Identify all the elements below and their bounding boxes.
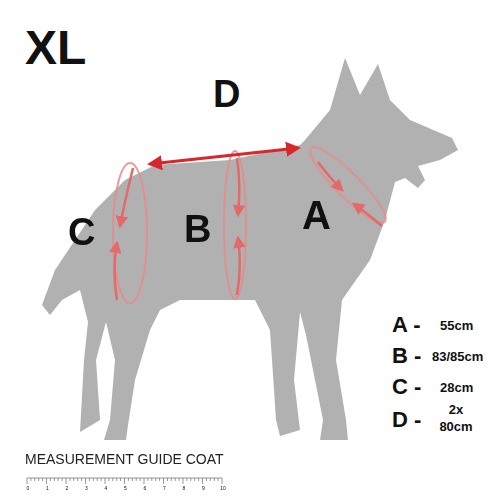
dimension-letter: A (302, 195, 331, 235)
ruler-number: 8 (180, 486, 188, 491)
legend-key: B - (392, 345, 421, 367)
ruler (27, 478, 222, 484)
legend-key: A - (392, 314, 421, 336)
ruler-number: 5 (122, 486, 130, 491)
ruler-number: 2 (63, 486, 71, 491)
ruler-number: 0 (24, 486, 32, 491)
ruler-number: 3 (83, 486, 91, 491)
dimension-letter: B (184, 210, 211, 248)
ruler-number: 7 (161, 486, 169, 491)
ruler-number: 9 (200, 486, 208, 491)
dog-silhouette (42, 58, 458, 440)
length-arrow (150, 148, 298, 164)
ring-arrows (115, 158, 383, 300)
ruler-number: 1 (44, 486, 52, 491)
dimension-letter: D (213, 75, 240, 113)
legend-key: D - (392, 409, 421, 431)
size-title: XL (25, 24, 86, 72)
ruler-number: 10 (219, 486, 227, 491)
legend-key: C - (392, 376, 421, 398)
dimension-value: 55cm (440, 319, 473, 332)
guide-caption: MEASUREMENT GUIDE COAT (25, 452, 224, 466)
measure-rings (113, 140, 393, 303)
ruler-number: 4 (102, 486, 110, 491)
ruler-number: 6 (141, 486, 149, 491)
dimension-value: 83/85cm (432, 350, 483, 363)
dimension-letter: C (68, 213, 95, 251)
dimension-value: 2x 80cm (434, 402, 478, 436)
dimension-value: 28cm (440, 381, 473, 394)
